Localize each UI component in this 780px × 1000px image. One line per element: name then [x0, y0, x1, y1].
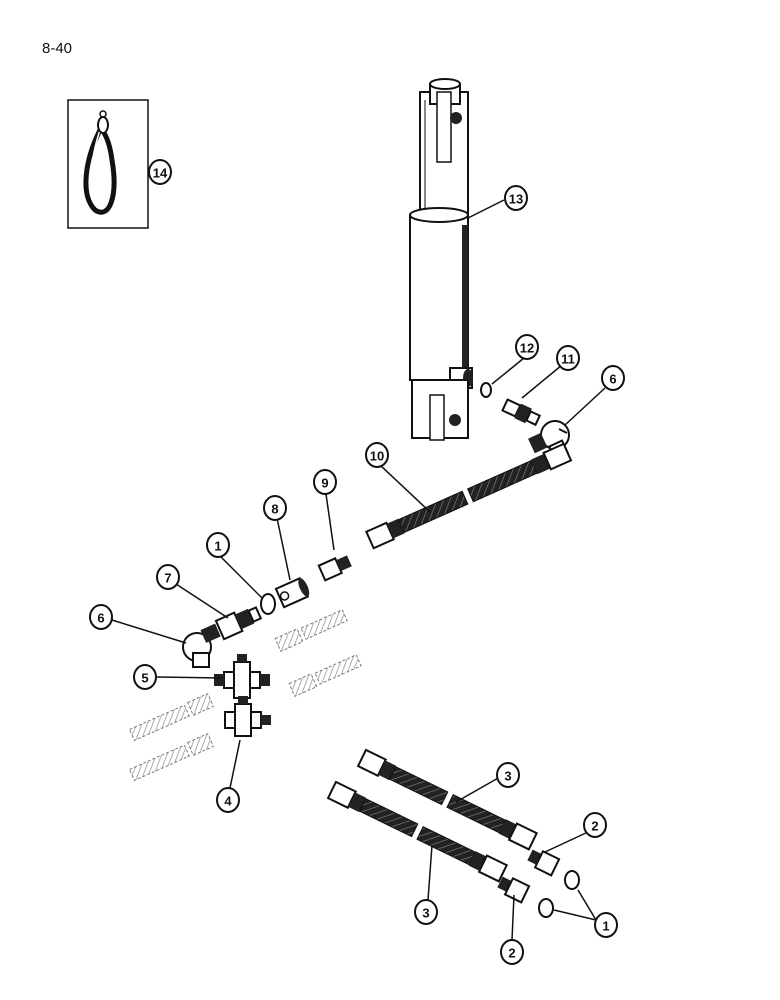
callout-label: 1: [214, 539, 221, 554]
inset-box: [67, 99, 149, 229]
callout-circle: [556, 345, 580, 371]
callout-c2a: 2: [583, 812, 607, 838]
callout-c6b: 6: [89, 604, 113, 630]
callout-c12: 12: [515, 334, 539, 360]
callout-label: 2: [508, 946, 515, 961]
o-ring-1-lower-a: [564, 870, 580, 890]
callout-circle: [148, 159, 172, 185]
callout-c10: 10: [365, 442, 389, 468]
callout-label: 3: [504, 769, 511, 784]
o-ring-12: [480, 382, 492, 398]
callout-c5: 5: [133, 664, 157, 690]
callout-c1b: 1: [594, 912, 618, 938]
callout-label: 6: [97, 611, 104, 626]
hose-assembly-10: [365, 442, 573, 550]
callout-circle: [216, 787, 240, 813]
callout-c6a: 6: [601, 365, 625, 391]
callout-c3a: 3: [496, 762, 520, 788]
callout-label: 5: [141, 671, 148, 686]
hose-assembly-3-upper: [356, 748, 539, 851]
union-fitting-7: [214, 606, 263, 641]
callout-circle: [89, 604, 113, 630]
callout-c13: 13: [504, 185, 528, 211]
hose-strap-part: [83, 110, 117, 215]
page-number: 8-40: [42, 40, 73, 57]
callout-label: 9: [321, 476, 328, 491]
callout-c1a: 1: [206, 532, 230, 558]
adapter-fitting-9: [317, 555, 352, 582]
callout-c8: 8: [263, 495, 287, 521]
callout-circle: [414, 899, 438, 925]
o-ring-1-upper: [260, 593, 276, 615]
callout-circle: [313, 469, 337, 495]
hose-assembly-3-lower: [326, 780, 509, 883]
callout-circle: [156, 564, 180, 590]
callout-label: 13: [509, 192, 523, 207]
callout-label: 3: [422, 906, 429, 921]
callout-c2b: 2: [500, 939, 524, 965]
o-ring-1-lower-b: [538, 898, 554, 918]
adapter-fitting-2-lower: [497, 876, 531, 904]
swivel-nut-8: [274, 576, 310, 609]
callout-label: 8: [271, 502, 278, 517]
callout-circle: [263, 495, 287, 521]
callout-label: 7: [164, 571, 171, 586]
callout-c14: 14: [148, 159, 172, 185]
adapter-fitting-2-upper: [527, 849, 561, 877]
callout-circle: [365, 442, 389, 468]
tee-fitting-4: [224, 696, 271, 737]
leader-lines: [111, 171, 606, 941]
callout-circle: [500, 939, 524, 965]
callout-label: 6: [609, 372, 616, 387]
callout-circle: [601, 365, 625, 391]
callout-circle: [583, 812, 607, 838]
phantom-hoses: [128, 609, 362, 782]
callout-label: 1: [602, 919, 609, 934]
callout-c7: 7: [156, 564, 180, 590]
callout-label: 4: [224, 794, 232, 809]
adapter-fitting-11: [501, 398, 542, 427]
callout-c11: 11: [556, 345, 580, 371]
callout-circle: [515, 334, 539, 360]
callout-circle: [504, 185, 528, 211]
callout-circle: [496, 762, 520, 788]
callout-label: 14: [153, 166, 168, 181]
callout-c3b: 3: [414, 899, 438, 925]
elbow-fitting-6-lower: [182, 623, 221, 668]
callout-c4: 4: [216, 787, 240, 813]
callout-c9: 9: [313, 469, 337, 495]
hydraulic-cylinder: [409, 78, 473, 441]
callout-circle: [594, 912, 618, 938]
tee-fitting-5: [214, 654, 270, 699]
callout-label: 11: [561, 352, 575, 367]
callout-label: 12: [520, 341, 534, 356]
callout-circle: [206, 532, 230, 558]
callout-label: 10: [370, 449, 384, 464]
callout-circle: [133, 664, 157, 690]
callout-label: 2: [591, 819, 598, 834]
